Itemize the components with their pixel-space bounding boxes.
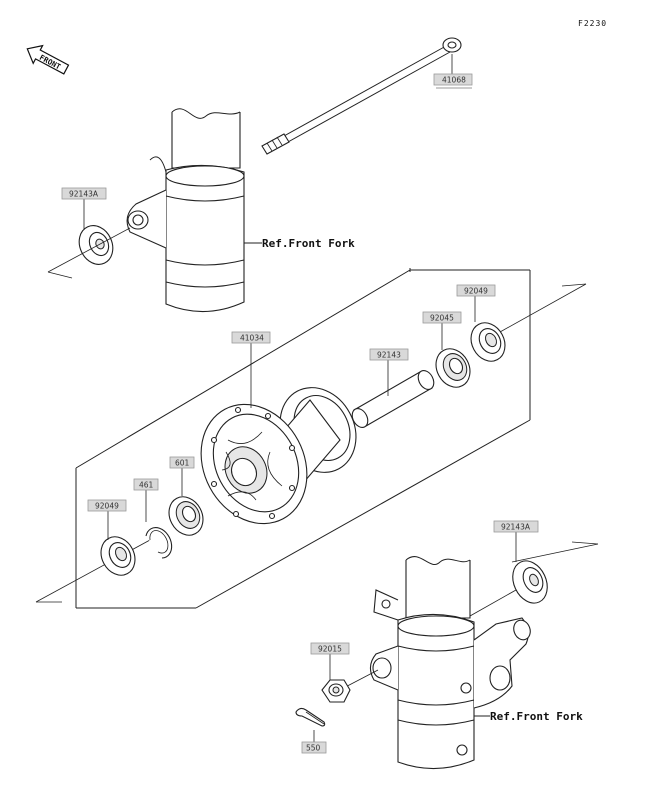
seal-92049-right: [470, 322, 506, 362]
svg-text:92049: 92049: [464, 287, 488, 296]
part-label-41034[interactable]: 41034: [231, 331, 271, 344]
svg-text:550: 550: [306, 744, 321, 753]
part-label-550[interactable]: 550: [301, 741, 327, 754]
hub-assembly-frame: [75, 268, 531, 609]
collar-92143a-upper: [78, 225, 114, 265]
svg-text:92049: 92049: [95, 502, 119, 511]
axle: [261, 37, 462, 155]
svg-text:92015: 92015: [318, 645, 342, 654]
part-label-92143a-upper[interactable]: 92143A: [61, 187, 107, 200]
front-arrow-icon: FRONT: [26, 44, 70, 75]
bearing-92045: [435, 348, 471, 388]
part-label-41068[interactable]: 41068: [433, 73, 473, 89]
svg-text:92143A: 92143A: [501, 523, 531, 532]
svg-text:461: 461: [139, 481, 154, 490]
part-label-92143a-lower[interactable]: 92143A: [493, 520, 539, 533]
seal-92049-left: [100, 536, 136, 576]
ref-front-fork-lower: Ref.Front Fork: [490, 710, 583, 723]
collar-92143a-lower: [512, 560, 548, 604]
svg-text:92143: 92143: [377, 351, 401, 360]
nut-92015: [321, 679, 351, 703]
ref-front-fork-upper: Ref.Front Fork: [262, 237, 355, 250]
part-label-461[interactable]: 461: [133, 478, 159, 491]
svg-text:92143A: 92143A: [69, 190, 99, 199]
cotter-pin-550: [295, 707, 326, 727]
part-label-92049-left[interactable]: 92049: [87, 499, 127, 512]
bearing-601: [168, 496, 204, 536]
spacer-92143: [351, 370, 435, 428]
svg-text:41034: 41034: [240, 334, 264, 343]
svg-text:41068: 41068: [442, 76, 466, 85]
upper-fork-leg: [126, 108, 245, 313]
part-label-92045[interactable]: 92045: [422, 311, 462, 324]
part-label-601[interactable]: 601: [169, 456, 195, 469]
wheel-hub: [200, 387, 357, 525]
lower-fork-leg: [369, 556, 531, 770]
part-label-92015[interactable]: 92015: [310, 642, 350, 655]
svg-text:601: 601: [175, 459, 190, 468]
circlip-461: [145, 527, 173, 559]
part-label-92143[interactable]: 92143: [369, 348, 409, 361]
svg-text:92045: 92045: [430, 314, 454, 323]
diagram-code: F2230: [578, 19, 607, 28]
part-label-92049-right[interactable]: 92049: [456, 284, 496, 297]
